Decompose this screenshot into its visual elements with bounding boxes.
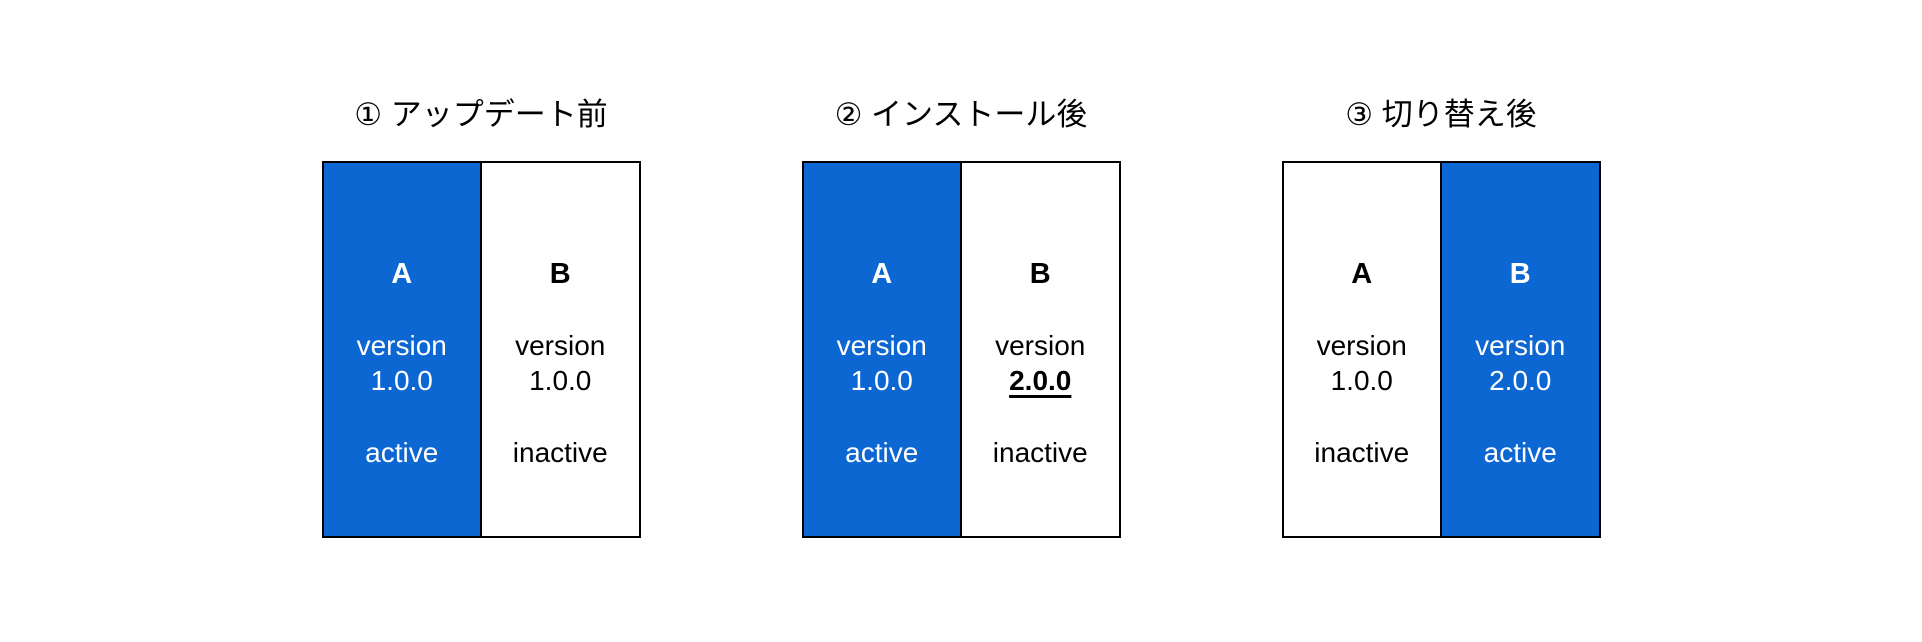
version-block: version 1.0.0: [1317, 328, 1407, 398]
version-word: version: [836, 330, 927, 361]
version-block: version 2.0.0: [1475, 328, 1565, 398]
version-word: version: [515, 330, 606, 361]
slot-a: A version 1.0.0 inactive: [1283, 163, 1442, 536]
slot-label: A: [1351, 258, 1373, 290]
version-number: 1.0.0: [850, 365, 913, 396]
version-word: version: [1316, 330, 1407, 361]
version-number: 1.0.0: [370, 365, 433, 396]
version-block: version 1.0.0: [357, 328, 447, 398]
slot-b: B version 2.0.0 inactive: [962, 163, 1119, 536]
slot-b: B version 1.0.0 inactive: [482, 163, 639, 536]
status-text: active: [845, 437, 919, 468]
slot-label: A: [871, 258, 893, 290]
slot-label: B: [1029, 258, 1051, 290]
version-block: version 1.0.0: [515, 328, 605, 398]
status-text: inactive: [512, 437, 608, 468]
version-number: 2.0.0: [1009, 365, 1072, 396]
version-word: version: [995, 330, 1086, 361]
version-word: version: [1475, 330, 1566, 361]
version-number: 2.0.0: [1489, 365, 1552, 396]
version-block: version 2.0.0: [995, 328, 1085, 398]
panel-before-update: ① アップデート前 A version 1.0.0 active B versi…: [321, 97, 641, 538]
slot-label: A: [391, 258, 413, 290]
panel-title: ② インストール後: [834, 97, 1088, 132]
status-text: active: [1483, 437, 1557, 468]
status-text: inactive: [1314, 437, 1410, 468]
slot-b: B version 2.0.0 active: [1442, 163, 1599, 536]
panel-after-install: ② インストール後 A version 1.0.0 active B versi…: [801, 97, 1121, 538]
slot-label: B: [549, 258, 571, 290]
slot-box: A version 1.0.0 inactive B version 2.0.0…: [1281, 161, 1601, 538]
slot-box: A version 1.0.0 active B version 2.0.0 i…: [801, 161, 1121, 538]
version-word: version: [356, 330, 447, 361]
slot-a: A version 1.0.0 active: [323, 163, 482, 536]
status-text: active: [365, 437, 439, 468]
version-block: version 1.0.0: [837, 328, 927, 398]
version-number: 1.0.0: [529, 365, 592, 396]
slot-label: B: [1509, 258, 1531, 290]
panel-after-switch: ③ 切り替え後 A version 1.0.0 inactive B versi…: [1281, 97, 1601, 538]
version-number: 1.0.0: [1330, 365, 1393, 396]
panel-title: ① アップデート前: [354, 97, 608, 132]
status-text: inactive: [992, 437, 1088, 468]
slot-a: A version 1.0.0 active: [803, 163, 962, 536]
deployment-diagram: ① アップデート前 A version 1.0.0 active B versi…: [321, 97, 1601, 538]
slot-box: A version 1.0.0 active B version 1.0.0 i…: [321, 161, 641, 538]
panel-title: ③ 切り替え後: [1345, 97, 1537, 132]
